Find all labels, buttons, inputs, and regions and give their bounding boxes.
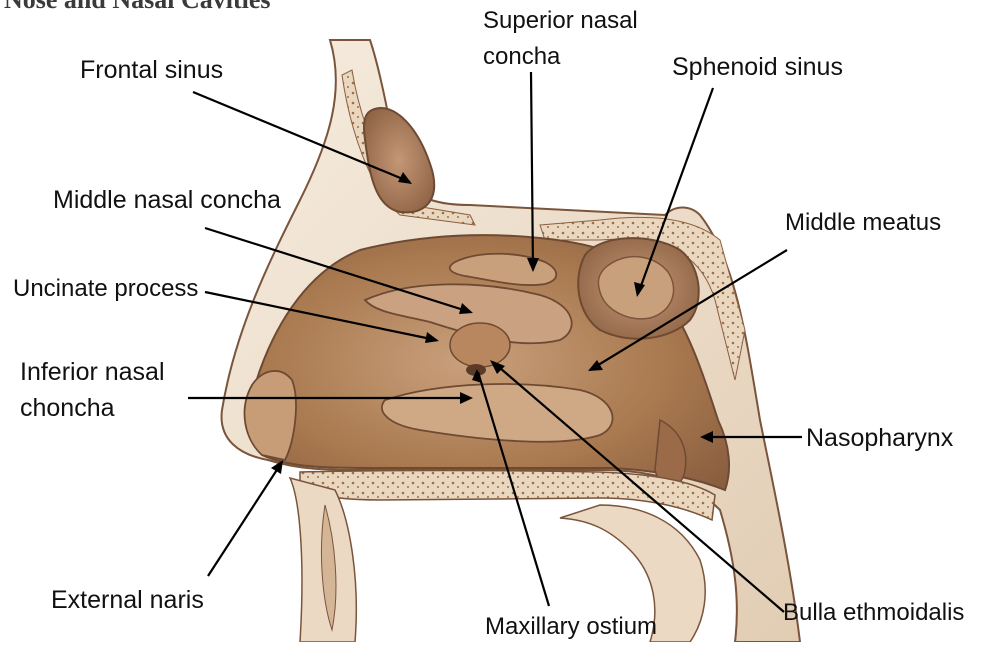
- label-frontal-sinus: Frontal sinus: [80, 56, 223, 85]
- label-middle-meatus: Middle meatus: [785, 208, 941, 237]
- label-superior-nasal-concha-2: concha: [483, 42, 560, 71]
- label-superior-nasal-concha-1: Superior nasal: [483, 6, 638, 35]
- bulla-ethmoidalis-shape: [450, 323, 510, 367]
- label-bulla-ethmoidalis: Bulla ethmoidalis: [783, 598, 964, 627]
- label-sphenoid-sinus: Sphenoid sinus: [672, 53, 843, 82]
- label-external-naris: External naris: [51, 586, 204, 615]
- label-middle-nasal-concha: Middle nasal concha: [53, 186, 281, 215]
- label-inferior-nasal-concha-1: Inferior nasal: [20, 358, 165, 387]
- leader-external-naris: [208, 462, 282, 576]
- label-maxillary-ostium: Maxillary ostium: [485, 612, 657, 641]
- title-fragment: Nose and Nasal Cavities: [4, 0, 271, 14]
- label-uncinate-process: Uncinate process: [13, 274, 198, 303]
- hard-palate: [300, 471, 715, 521]
- label-nasopharynx: Nasopharynx: [806, 424, 953, 453]
- label-inferior-nasal-concha-2: choncha: [20, 394, 115, 423]
